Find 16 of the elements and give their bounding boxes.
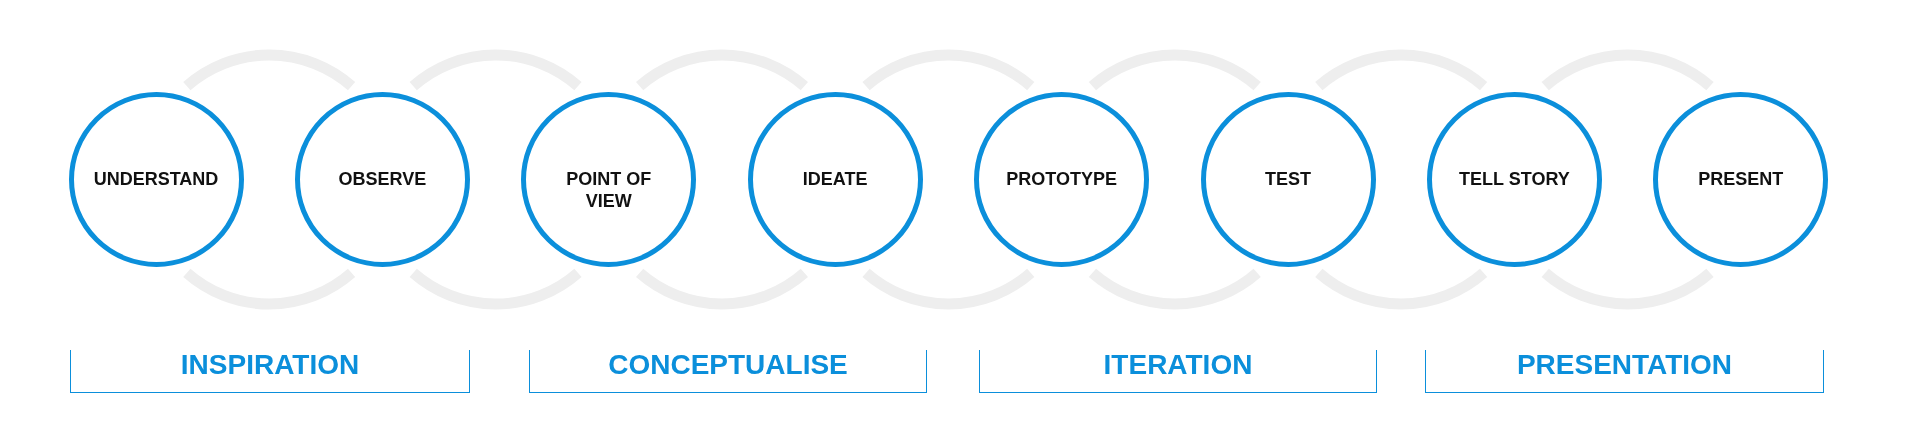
step-label: IDEATE	[802, 168, 868, 190]
phase-bracket	[529, 350, 927, 393]
step-label: PRESENT	[1698, 168, 1784, 190]
step-label: OBSERVE	[338, 168, 427, 190]
phase-label: CONCEPTUALISE	[608, 350, 848, 380]
phase-label: ITERATION	[1103, 350, 1253, 380]
step-label: PROTOTYPE	[1006, 168, 1117, 190]
phase-bracket	[70, 350, 470, 393]
step-label: TEST	[1265, 168, 1311, 190]
phase-label: PRESENTATION	[1516, 350, 1733, 380]
step-label: UNDERSTAND	[93, 168, 219, 190]
phase-label: INSPIRATION	[180, 350, 360, 380]
step-label: TELL STORY	[1459, 168, 1570, 190]
step-label: POINT OF VIEW	[565, 168, 653, 212]
phase-bracket	[1425, 350, 1824, 393]
phase-bracket	[979, 350, 1377, 393]
